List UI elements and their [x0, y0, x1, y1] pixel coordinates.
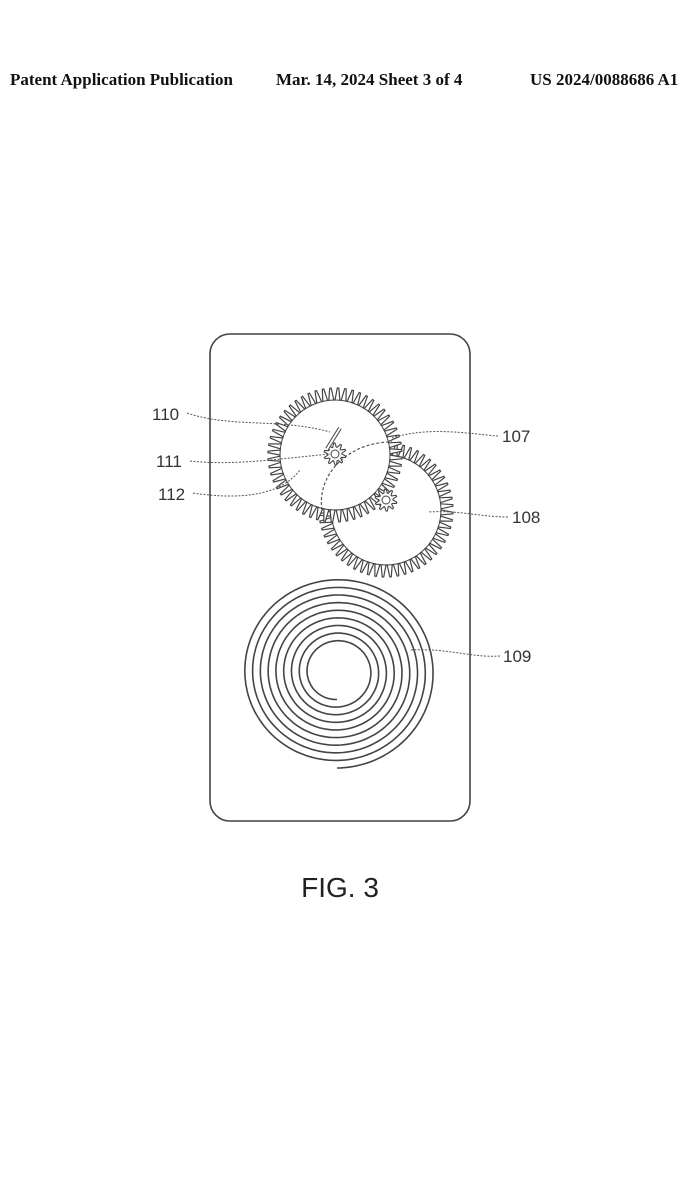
leader-107 [392, 432, 498, 438]
ref-label-107: 107 [502, 427, 530, 446]
ref-label-110: 110 [152, 405, 179, 424]
ref-label-109: 109 [503, 647, 531, 666]
ref-label-112: 112 [158, 485, 185, 504]
figure-caption: FIG. 3 [0, 872, 680, 904]
ref-label-108: 108 [512, 508, 540, 527]
ref-label-111: 111 [156, 452, 182, 471]
spiral-spring-109 [245, 580, 433, 768]
